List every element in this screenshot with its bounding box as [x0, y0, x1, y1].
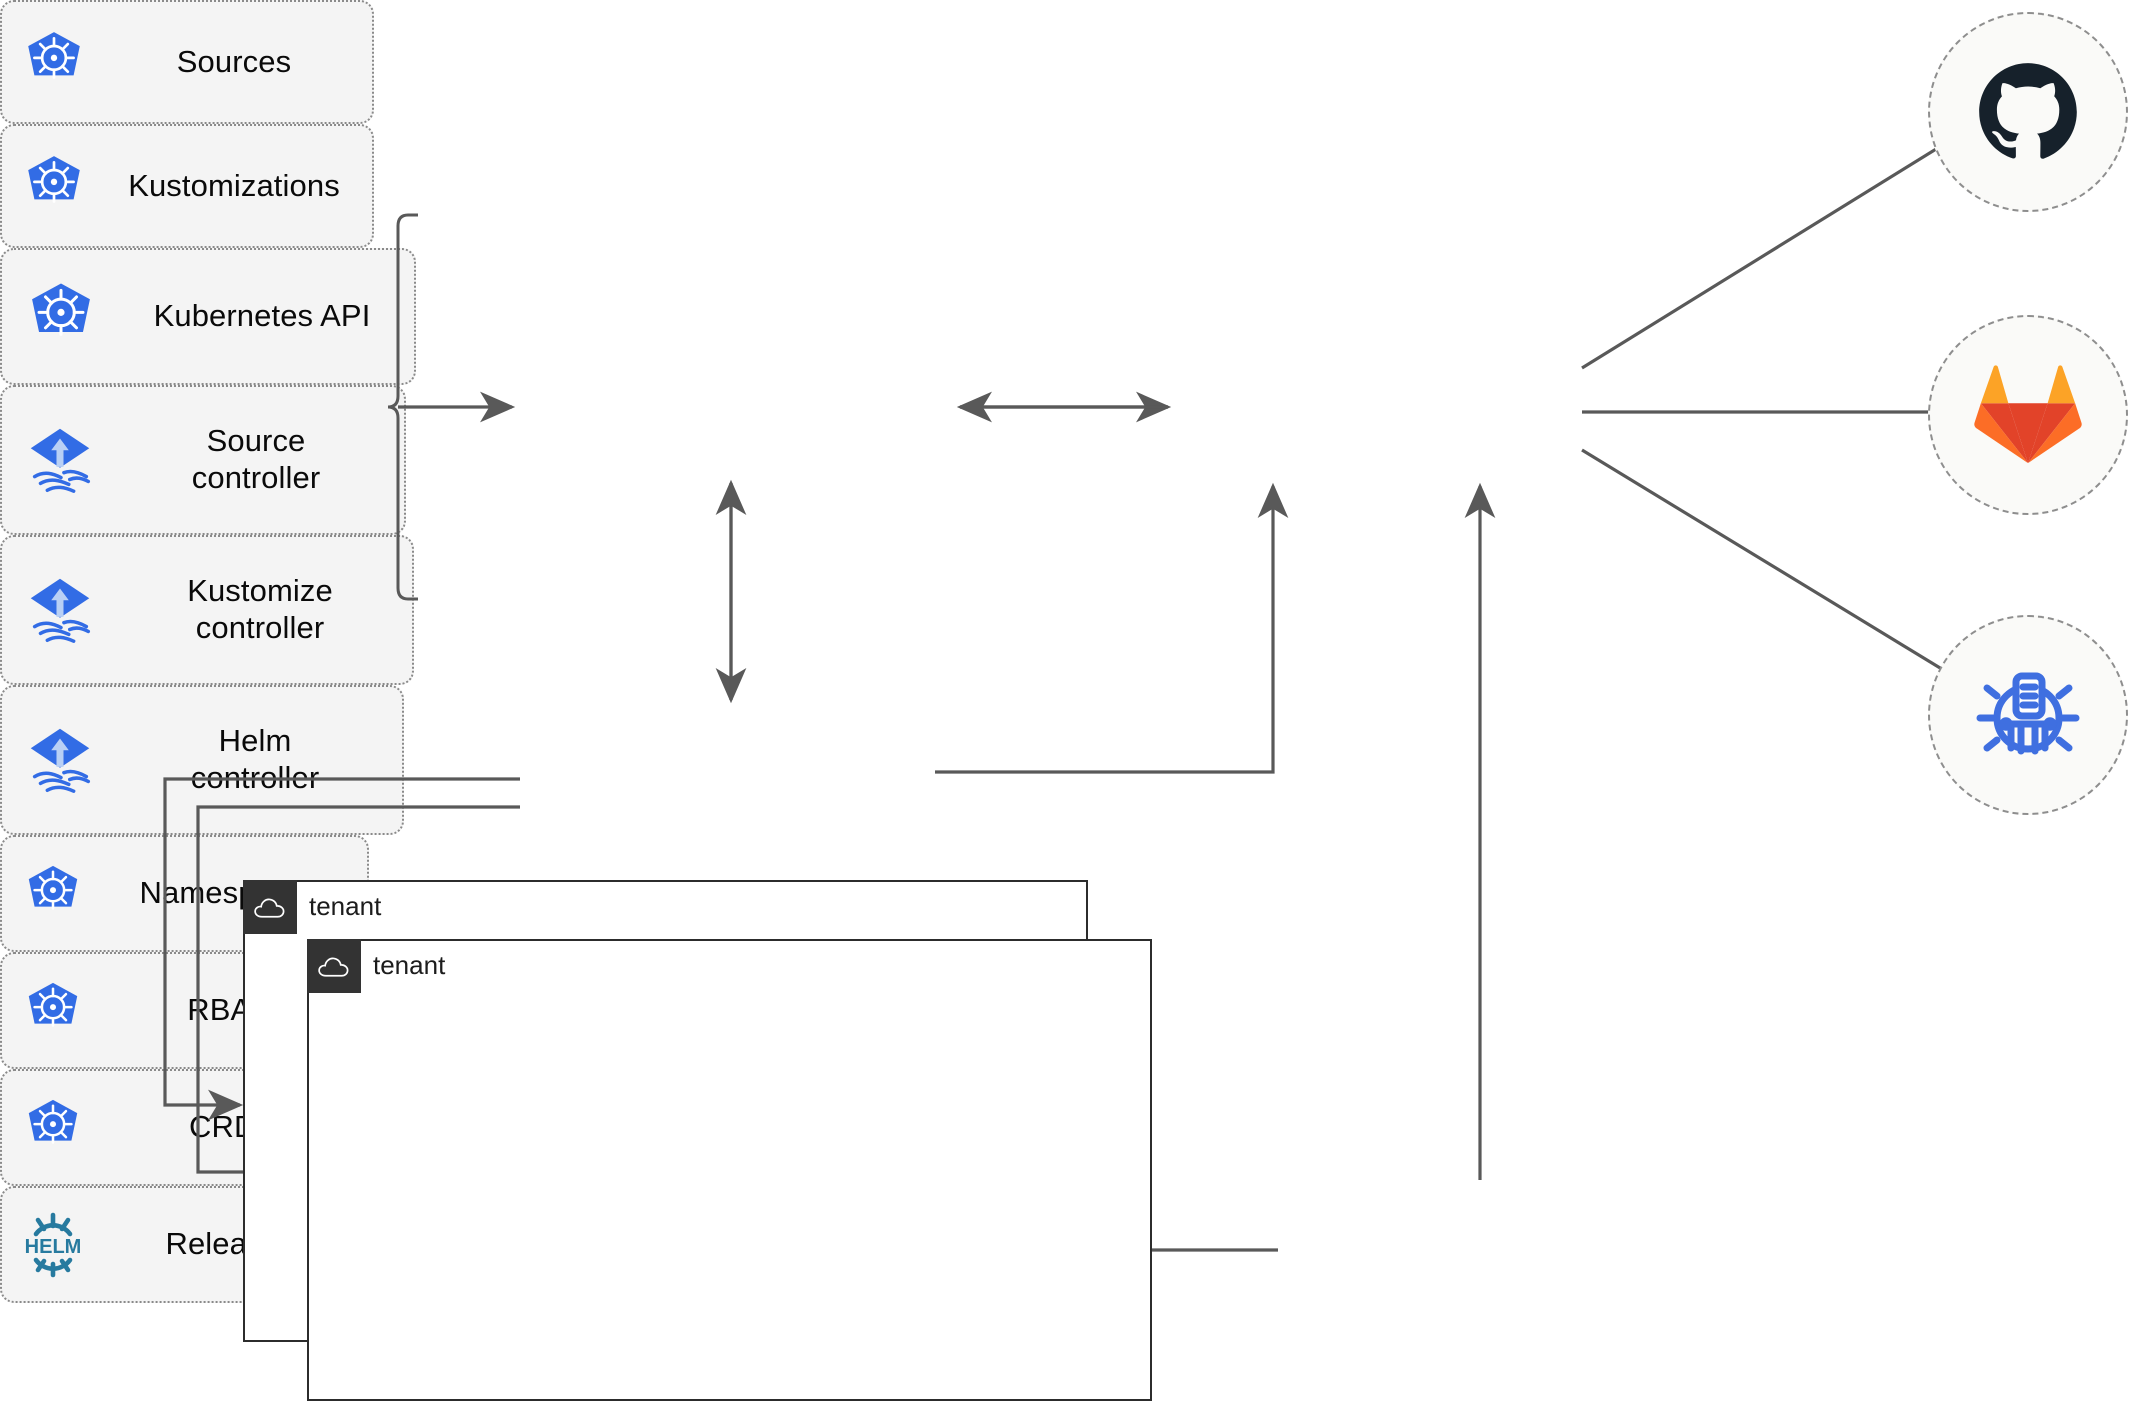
tenant-title: tenant — [309, 891, 382, 921]
tenant-title: tenant — [373, 950, 446, 980]
edge-sources-bracket — [387, 213, 418, 601]
gitlab-icon — [1974, 365, 2082, 464]
card-label: Sources — [176, 43, 292, 79]
edge-source-to-github — [1581, 110, 1999, 370]
node-kustomize-controller[interactable]: Kustomize controller — [0, 535, 414, 685]
flux-icon — [2, 421, 118, 499]
node-label: Kubernetes API — [153, 298, 371, 334]
kubernetes-icon — [2, 1097, 104, 1159]
edge-kustomize-to-tenant-1 — [163, 777, 520, 1121]
kubernetes-icon — [2, 980, 104, 1042]
card-label: Kustomizations — [128, 167, 340, 203]
flux-icon — [2, 721, 118, 799]
external-github[interactable] — [1928, 12, 2128, 212]
node-label: Source controller — [191, 423, 321, 495]
card-sources[interactable]: Sources — [0, 0, 374, 124]
kubernetes-icon — [2, 153, 106, 219]
kubernetes-icon — [2, 280, 120, 354]
kubernetes-icon — [2, 863, 104, 925]
cloud-icon — [306, 938, 361, 993]
card-kustomizations[interactable]: Kustomizations — [0, 124, 374, 248]
kubernetes-icon — [2, 29, 106, 95]
external-gitlab[interactable] — [1928, 315, 2128, 515]
cloud-icon — [242, 879, 297, 934]
node-helm-controller[interactable]: Helm controller — [0, 685, 404, 835]
external-helm-repository[interactable] — [1928, 615, 2128, 815]
edge-source-to-helm-repository — [1581, 448, 1999, 704]
svg-text:HELM: HELM — [25, 1236, 82, 1258]
github-icon — [1979, 63, 2077, 159]
tenant-container-2[interactable]: tenant — [306, 938, 1152, 1401]
node-kubernetes-api[interactable]: Kubernetes API — [0, 248, 416, 385]
node-label: Kustomize controller — [187, 573, 333, 645]
edge-kustomize-to-source — [935, 482, 1289, 774]
flux-icon — [2, 571, 118, 649]
helm-repository-icon — [1976, 672, 2080, 755]
node-source-controller[interactable]: Source controller — [0, 385, 406, 535]
helm-icon: HELM — [2, 1209, 104, 1281]
